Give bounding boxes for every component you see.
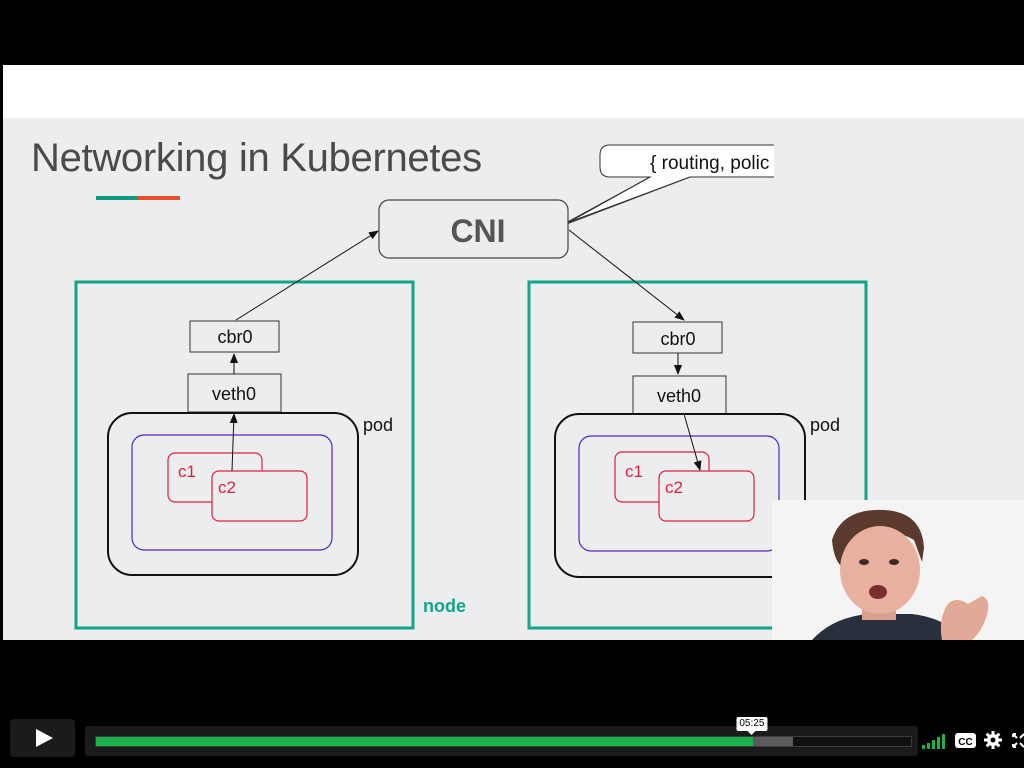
slide: { routing, polic CNI cbr0 veth0 pod c1 bbox=[3, 65, 1024, 640]
left-node: cbr0 veth0 pod c1 c2 bbox=[74, 230, 415, 630]
right-veth0-box bbox=[632, 375, 727, 415]
right-cbr0-label: cbr0 bbox=[660, 329, 695, 349]
right-container-c2 bbox=[658, 470, 755, 522]
cc-icon[interactable]: CC bbox=[955, 733, 976, 748]
title-underline-orange bbox=[138, 196, 180, 200]
progress-played bbox=[96, 737, 753, 746]
left-c2-label: c2 bbox=[218, 478, 236, 497]
play-button[interactable] bbox=[10, 719, 75, 757]
title-underline-green bbox=[96, 196, 138, 200]
left-pod-box bbox=[107, 412, 359, 576]
right-node: cbr0 veth0 pod c1 c2 bbox=[527, 229, 868, 630]
progress-bar[interactable] bbox=[85, 726, 918, 756]
left-pod-label: pod bbox=[363, 415, 393, 435]
progress-track[interactable] bbox=[95, 736, 912, 747]
right-arrow-veth-to-c2 bbox=[683, 413, 702, 471]
left-cbr0-box bbox=[189, 320, 280, 353]
fullscreen-icon[interactable] bbox=[1012, 733, 1024, 748]
control-bar: 05:25 CC bbox=[0, 715, 1024, 768]
left-arrow-c2-to-veth bbox=[229, 413, 238, 472]
right-veth0-label: veth0 bbox=[657, 386, 701, 406]
right-cbr0-box bbox=[632, 321, 723, 354]
left-arrow-cbr-to-cni bbox=[235, 230, 379, 321]
slide-title: Networking in Kubernetes bbox=[31, 136, 482, 180]
right-pod-inner bbox=[578, 435, 780, 552]
right-node-border bbox=[527, 280, 868, 630]
current-time-tooltip: 05:25 bbox=[736, 717, 768, 735]
left-veth0-label: veth0 bbox=[212, 384, 256, 404]
left-node-border bbox=[74, 280, 415, 630]
video-frame[interactable]: { routing, polic CNI cbr0 veth0 pod c1 bbox=[0, 65, 1024, 640]
cni-box: CNI bbox=[378, 199, 569, 259]
right-c1-label: c1 bbox=[625, 462, 643, 481]
left-c1-label: c1 bbox=[178, 462, 196, 481]
node-label: node bbox=[423, 596, 466, 616]
webcam-overlay bbox=[772, 500, 1024, 640]
play-icon bbox=[36, 729, 53, 747]
right-pod-box bbox=[554, 413, 806, 578]
right-arrow-cni-to-cbr bbox=[568, 229, 685, 321]
volume-bars-icon[interactable] bbox=[921, 733, 945, 749]
callout-text: { routing, polic bbox=[650, 153, 769, 174]
gear-icon[interactable] bbox=[984, 731, 1002, 749]
callout-bubble: { routing, polic bbox=[563, 144, 774, 226]
left-pod-inner bbox=[131, 434, 333, 551]
left-container-c2 bbox=[211, 470, 308, 522]
right-c2-label: c2 bbox=[665, 478, 683, 497]
right-pod-label: pod bbox=[810, 415, 840, 435]
slide-top-band bbox=[3, 65, 1024, 118]
left-cbr0-label: cbr0 bbox=[217, 327, 252, 347]
cni-label: CNI bbox=[450, 213, 505, 249]
cc-label: CC bbox=[958, 737, 973, 748]
presenter-video bbox=[772, 500, 1024, 640]
